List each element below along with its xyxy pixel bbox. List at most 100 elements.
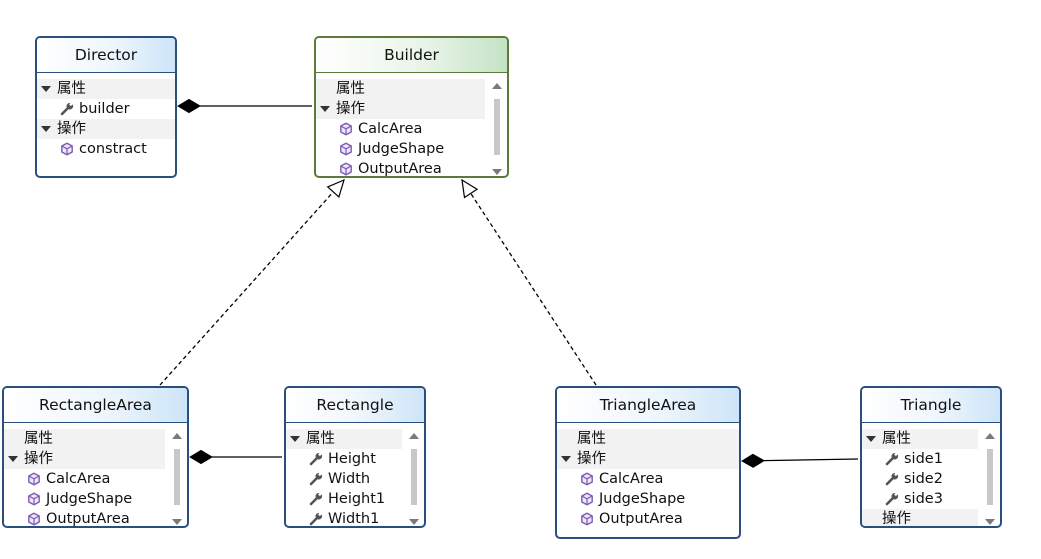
attribute-item[interactable]: Width [286, 469, 402, 489]
expand-caret-icon[interactable] [8, 456, 18, 462]
method-cube-icon [28, 492, 40, 506]
member-label: CalcArea [46, 471, 111, 487]
expand-caret-icon[interactable] [41, 86, 51, 92]
section-header[interactable]: 操作 [4, 449, 165, 469]
operation-item[interactable]: OutputArea [316, 159, 485, 176]
method-cube-icon [581, 492, 593, 506]
section-header[interactable]: 操作 [37, 119, 175, 139]
operation-item[interactable]: constract [37, 139, 175, 159]
composition-line [763, 458, 859, 462]
operation-item[interactable]: CalcArea [557, 469, 739, 489]
scroll-down-arrow-icon[interactable] [985, 519, 995, 525]
scroll-up-arrow-icon[interactable] [985, 433, 995, 439]
property-wrench-icon [309, 471, 323, 486]
attribute-item[interactable]: Height1 [286, 489, 402, 509]
operation-item[interactable]: CalcArea [4, 469, 165, 489]
section-header[interactable]: 属性 [4, 429, 165, 449]
member-label: Width [328, 471, 371, 487]
operation-item[interactable]: JudgeShape [557, 489, 739, 509]
scroll-down-arrow-icon[interactable] [172, 519, 182, 525]
operation-item[interactable]: JudgeShape [4, 489, 165, 509]
method-cube-icon [581, 472, 593, 486]
scrollbar[interactable] [171, 429, 183, 526]
section-header[interactable]: 属性 [286, 429, 402, 449]
operation-item[interactable]: OutputArea [557, 509, 739, 529]
attribute-item[interactable]: side1 [862, 449, 978, 469]
section-header[interactable]: 操作 [316, 99, 485, 119]
expand-caret-icon[interactable] [866, 436, 876, 442]
section-header[interactable]: 属性 [557, 429, 739, 449]
member-label: side3 [904, 491, 943, 507]
realization-arrowhead-icon [461, 178, 479, 199]
member-label: Width1 [328, 511, 380, 527]
section-label: 属性 [24, 431, 53, 447]
scrollbar[interactable] [491, 79, 503, 176]
class-name[interactable]: RectangleArea [4, 388, 187, 423]
section-header[interactable]: 属性 [862, 429, 978, 449]
realization-line [159, 191, 334, 386]
scroll-thumb[interactable] [987, 449, 993, 505]
composition-relation[interactable] [741, 453, 859, 468]
member-label: side2 [904, 471, 943, 487]
property-wrench-icon [309, 511, 323, 526]
realization-relation[interactable] [461, 178, 597, 386]
member-label: JudgeShape [358, 141, 445, 157]
composition-diamond-icon [189, 449, 213, 465]
scrollbar[interactable] [408, 429, 420, 526]
class-box-triangle[interactable]: Triangle 属性 side1 side2 side3 操作 [860, 386, 1002, 528]
section-header[interactable]: 操作 [557, 449, 739, 469]
section-header[interactable]: 属性 [316, 79, 485, 99]
class-name[interactable]: Director [37, 38, 175, 73]
class-name[interactable]: Rectangle [286, 388, 424, 423]
property-wrench-icon [885, 471, 899, 486]
expand-caret-icon[interactable] [320, 106, 330, 112]
attribute-item[interactable]: side3 [862, 489, 978, 509]
scroll-thumb[interactable] [494, 99, 500, 155]
scroll-up-arrow-icon[interactable] [492, 83, 502, 89]
member-label: CalcArea [358, 121, 423, 137]
section-label: 操作 [24, 451, 53, 467]
member-label: JudgeShape [599, 491, 686, 507]
expand-caret-icon[interactable] [290, 436, 300, 442]
class-name[interactable]: Builder [316, 38, 507, 73]
realization-relation[interactable] [159, 178, 345, 386]
attribute-item[interactable]: Height [286, 449, 402, 469]
attribute-item[interactable]: Width1 [286, 509, 402, 527]
section-header[interactable]: 操作 [862, 509, 978, 526]
scroll-thumb[interactable] [411, 449, 417, 505]
method-cube-icon [340, 142, 352, 156]
expand-caret-icon[interactable] [561, 456, 571, 462]
scroll-thumb[interactable] [174, 449, 180, 505]
member-label: OutputArea [46, 511, 130, 527]
section-header[interactable]: 属性 [37, 79, 175, 99]
class-name[interactable]: TriangleArea [557, 388, 739, 423]
scroll-down-arrow-icon[interactable] [409, 519, 419, 525]
class-name[interactable]: Triangle [862, 388, 1000, 423]
property-wrench-icon [309, 451, 323, 466]
section-label: 属性 [306, 431, 335, 447]
scroll-up-arrow-icon[interactable] [172, 433, 182, 439]
attribute-item[interactable]: side2 [862, 469, 978, 489]
operation-item[interactable]: JudgeShape [316, 139, 485, 159]
scroll-down-arrow-icon[interactable] [492, 169, 502, 175]
attribute-item[interactable]: builder [37, 99, 175, 119]
composition-relation[interactable] [177, 98, 312, 114]
scrollbar[interactable] [984, 429, 996, 526]
section-label: 属性 [882, 431, 911, 447]
scroll-up-arrow-icon[interactable] [409, 433, 419, 439]
composition-relation[interactable] [189, 449, 282, 465]
expand-caret-icon[interactable] [41, 126, 51, 132]
operation-item[interactable]: CalcArea [316, 119, 485, 139]
realization-line [470, 193, 597, 386]
property-wrench-icon [60, 101, 74, 116]
property-wrench-icon [885, 491, 899, 506]
operation-item[interactable]: OutputArea [4, 509, 165, 527]
